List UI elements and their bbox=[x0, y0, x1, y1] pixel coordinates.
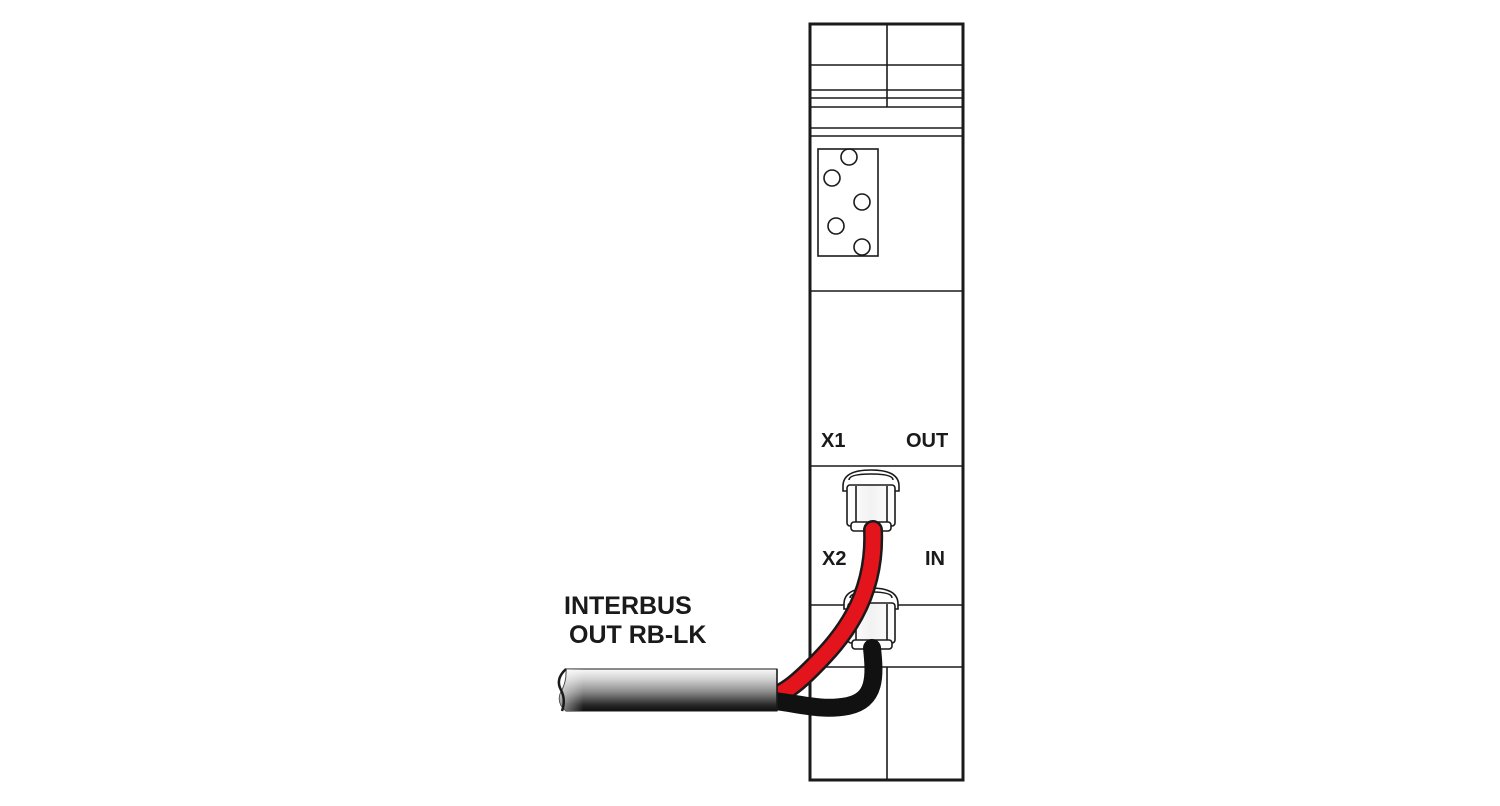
port-label-x1: X1 bbox=[821, 430, 845, 452]
black-wire bbox=[766, 639, 883, 717]
cable-label-line1: INTERBUS bbox=[564, 592, 692, 620]
led-indicator bbox=[823, 169, 841, 187]
led-indicator bbox=[853, 238, 871, 256]
port-label-out: OUT bbox=[906, 430, 948, 452]
interbus-cable bbox=[557, 668, 778, 712]
led-indicator bbox=[840, 148, 858, 166]
port-label-in: IN bbox=[925, 548, 945, 570]
module-housing bbox=[808, 22, 965, 782]
port-label-x2: X2 bbox=[822, 548, 846, 570]
led-indicator bbox=[853, 193, 871, 211]
led-indicator bbox=[827, 217, 845, 235]
cable-label-line2: OUT RB-LK bbox=[569, 621, 706, 649]
